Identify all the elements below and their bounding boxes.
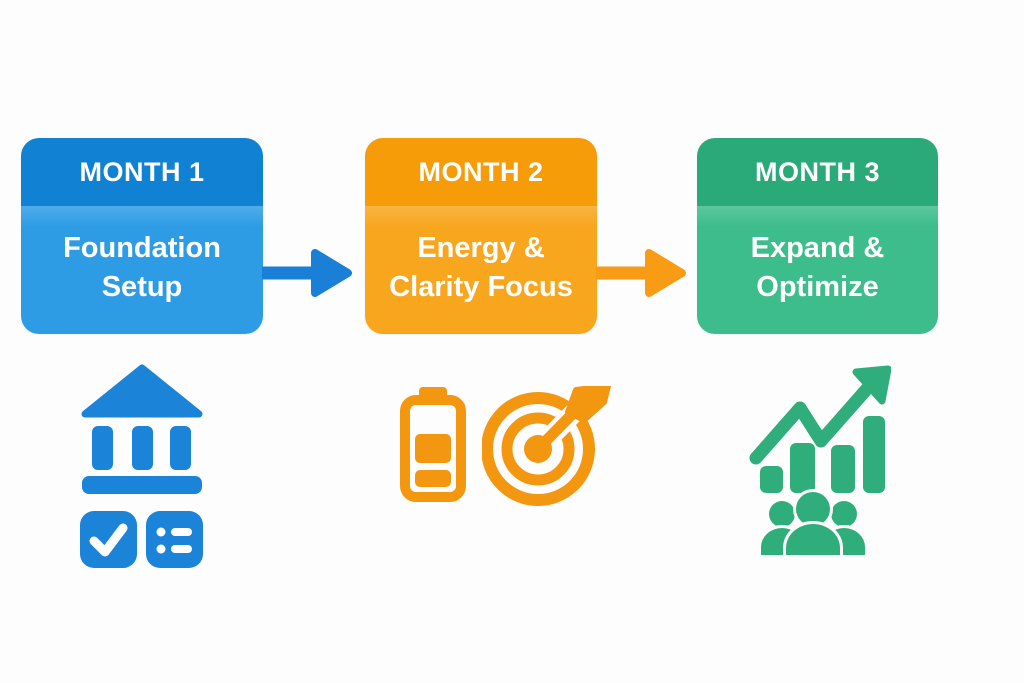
month-3-header: MONTH 3	[697, 138, 938, 206]
month-1-title: Foundation Setup	[21, 206, 263, 334]
month-1-card: MONTH 1 Foundation Setup	[21, 138, 263, 334]
month-2-card: MONTH 2 Energy & Clarity Focus	[365, 138, 597, 334]
checkbox-icon	[80, 511, 137, 568]
month-2-title: Energy & Clarity Focus	[365, 206, 597, 334]
battery-icon	[398, 387, 468, 503]
month-3-title: Expand & Optimize	[697, 206, 938, 334]
month-1-header: MONTH 1	[21, 138, 263, 206]
month-2-header: MONTH 2	[365, 138, 597, 206]
arrow-month1-to-month2-icon	[262, 242, 354, 304]
growth-chart-people-icon	[735, 363, 891, 555]
bank-icon	[80, 364, 205, 496]
checklist-icon	[146, 511, 203, 568]
target-dart-icon	[482, 386, 612, 512]
month-3-card: MONTH 3 Expand & Optimize	[697, 138, 938, 334]
arrow-month2-to-month3-icon	[596, 242, 688, 304]
